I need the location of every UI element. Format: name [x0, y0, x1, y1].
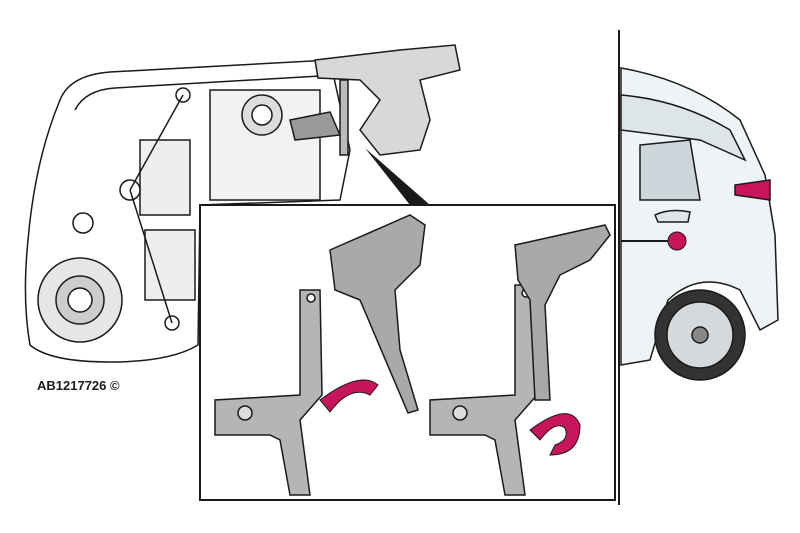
vehicle-rear-view — [620, 67, 779, 381]
trim-piece-right — [514, 224, 611, 401]
arrow-icon — [319, 379, 379, 413]
door-latch — [289, 44, 461, 156]
figure-reference-code: AB1217726 © — [37, 378, 120, 393]
callout-pointer — [365, 148, 430, 205]
arrow-icon — [529, 413, 581, 456]
location-marker — [667, 231, 687, 251]
door-panel — [24, 59, 351, 363]
bracket-left — [214, 289, 323, 496]
trim-piece-left — [329, 214, 426, 414]
